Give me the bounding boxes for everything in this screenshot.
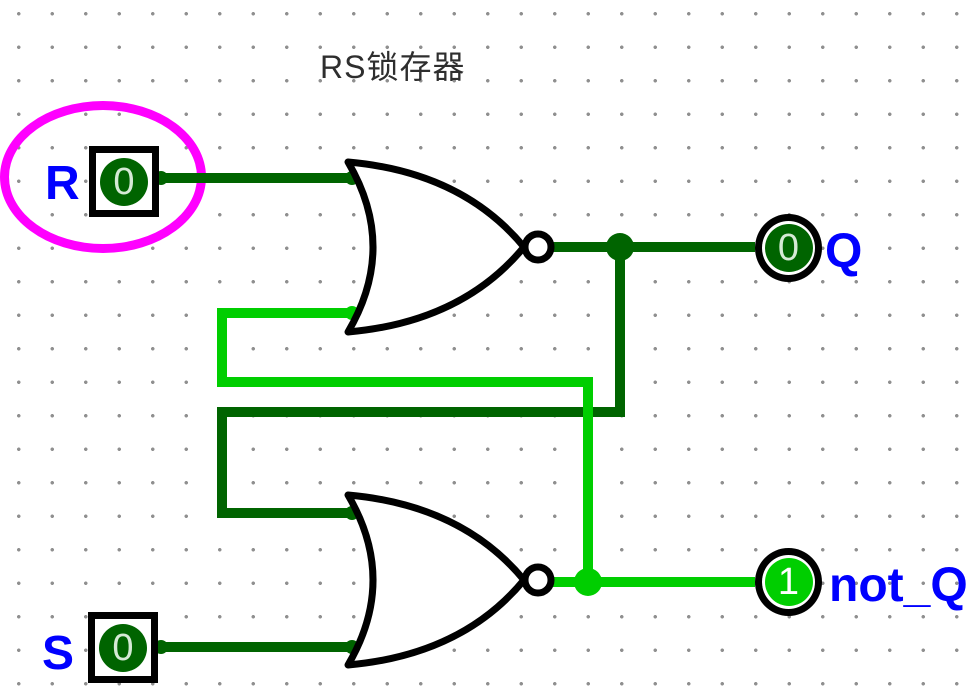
- or-gate-body: [344, 158, 528, 336]
- wire-q-feedback-left-vertical[interactable]: [217, 407, 227, 518]
- wire-s-to-nor-bottom[interactable]: [159, 642, 360, 652]
- nor-gate-top[interactable]: [344, 158, 564, 336]
- junction-dot-q: [606, 233, 634, 261]
- wire-q-feedback-horizontal[interactable]: [217, 407, 625, 417]
- wire-notq-feedback-to-nor-top[interactable]: [217, 308, 360, 318]
- nor-gate-bottom[interactable]: [344, 491, 564, 669]
- output-label-notq: not_Q: [829, 559, 968, 612]
- input-pin-s-value: 0: [99, 623, 147, 672]
- wire-notq-feedback-right-vertical[interactable]: [583, 377, 593, 587]
- inversion-bubble-icon: [521, 563, 555, 597]
- circuit-title-label[interactable]: RS锁存器: [320, 49, 466, 85]
- inversion-bubble-icon: [521, 230, 555, 264]
- output-pin-notq-value: 1: [764, 558, 813, 606]
- output-pin-notq[interactable]: 1: [755, 548, 822, 616]
- wire-notq-feedback-left-vertical[interactable]: [217, 308, 227, 387]
- input-label-r: R: [45, 157, 80, 210]
- input-pin-s[interactable]: 0: [88, 612, 158, 683]
- wire-nor-top-to-q[interactable]: [549, 242, 755, 252]
- input-pin-r-value: 0: [100, 157, 148, 206]
- wire-q-feedback-vertical[interactable]: [615, 242, 625, 417]
- wire-nor-bottom-to-notq[interactable]: [553, 577, 755, 587]
- junction-dot-notq: [574, 568, 602, 596]
- input-pin-r[interactable]: 0: [89, 146, 159, 217]
- input-label-s: S: [42, 627, 75, 680]
- wire-notq-feedback-horizontal[interactable]: [217, 377, 593, 387]
- or-gate-body: [344, 491, 528, 669]
- wire-q-feedback-to-nor-bottom[interactable]: [217, 508, 360, 518]
- output-pin-q-value: 0: [764, 224, 813, 272]
- output-pin-q[interactable]: 0: [755, 214, 822, 282]
- output-label-q: Q: [825, 225, 863, 278]
- wire-r-to-nor-top[interactable]: [159, 173, 357, 183]
